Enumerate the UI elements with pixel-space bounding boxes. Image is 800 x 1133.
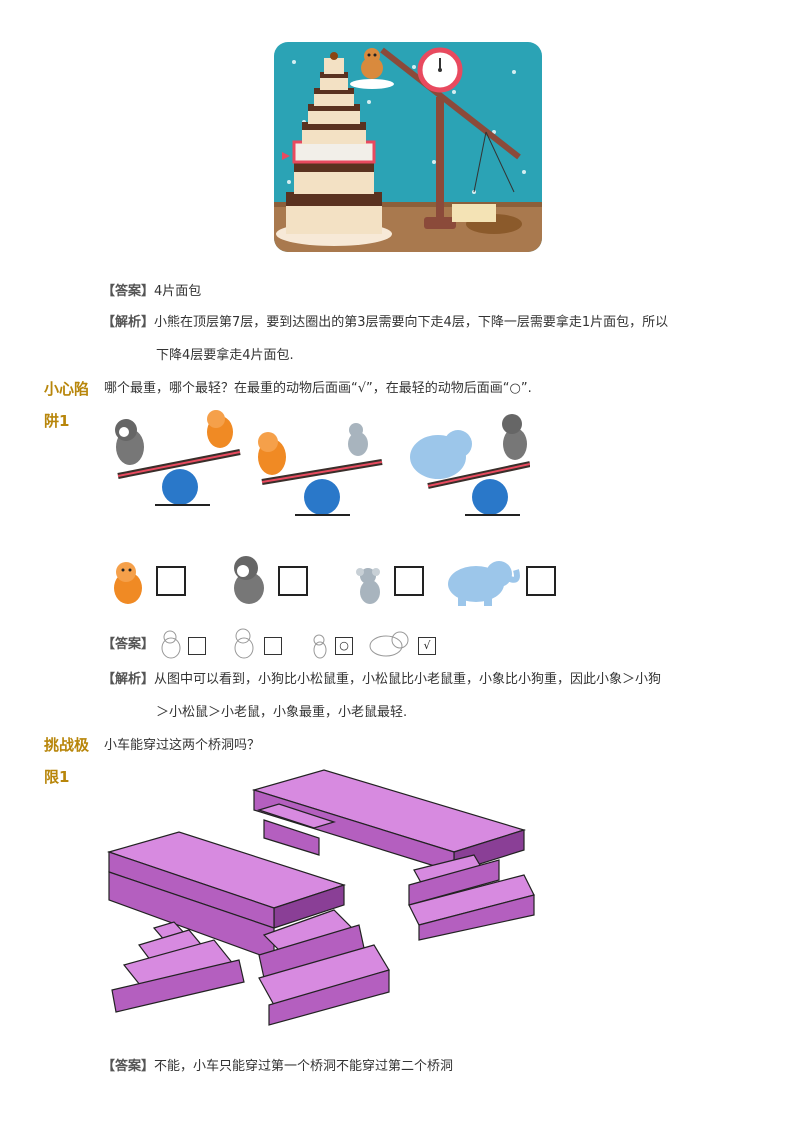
q1-explain-line2: 下降4层要拿走4片面包.	[156, 348, 294, 363]
challenge-section-title-2: 限1	[44, 768, 70, 786]
trap-section-title: 小心陷	[44, 380, 90, 398]
dog-answer-mark	[264, 637, 282, 655]
challenge-section-title: 挑战极	[44, 736, 90, 754]
bridge-illustration	[106, 769, 535, 1026]
dog-icon-small	[234, 628, 254, 659]
elephant-answer-box[interactable]	[526, 566, 556, 596]
cake-scale-illustration	[274, 42, 542, 252]
elephant-option	[444, 554, 524, 608]
q1-explain-line1: 小熊在顶层第7层，要到达圈出的第3层需要向下走4层，下降一层需要拿走1片面包，所…	[154, 315, 669, 330]
trap-explain-line2: ＞小松鼠＞小老鼠，小象最重，小老鼠最轻.	[156, 705, 408, 720]
answer-label: 【答案】	[102, 1059, 155, 1074]
mouse-option	[348, 562, 388, 608]
trap-explain-row: 【解析】从图中可以看到，小狗比小松鼠重，小松鼠比小老鼠重，小象比小狗重，因此小象…	[102, 671, 661, 689]
squirrel-answer-box[interactable]	[156, 566, 186, 596]
seesaw-dog-squirrel	[115, 410, 241, 506]
seesaw-elephant-dog	[410, 414, 530, 516]
challenge-question: 小车能穿过这两个桥洞吗？	[104, 738, 261, 753]
q1-answer-row: 【答案】4片面包	[102, 283, 201, 301]
dog-option	[224, 552, 274, 606]
trap-question: 哪个最重，哪个最轻？在最重的动物后面画“√”，在最轻的动物后面画“○”.	[104, 381, 532, 396]
challenge-answer-row: 【答案】不能，小车只能穿过第一个桥洞不能穿过第二个桥洞	[102, 1058, 453, 1076]
seesaw-illustration	[115, 410, 530, 516]
squirrel-icon-small	[161, 630, 181, 659]
elephant-answer-mark: √	[418, 637, 436, 655]
squirrel-option	[104, 558, 152, 606]
squirrel-icon	[114, 562, 142, 604]
challenge-answer-text: 不能，小车只能穿过第一个桥洞不能穿过第二个桥洞	[154, 1059, 454, 1074]
q1-answer-text: 4片面包	[154, 284, 202, 299]
trap-answer-label: 【答案】	[102, 637, 155, 652]
mouse-icon	[356, 568, 380, 604]
elephant-icon	[448, 561, 520, 606]
seesaw-squirrel-mouse	[258, 423, 383, 516]
trap-section-title-2: 阱1	[44, 412, 70, 430]
explain-label: 【解析】	[102, 315, 155, 330]
dog-answer-box[interactable]	[278, 566, 308, 596]
mouse-answer-mark: ○	[335, 637, 353, 655]
squirrel-answer-mark	[188, 637, 206, 655]
explain-label: 【解析】	[102, 672, 155, 687]
q1-explain-row: 【解析】小熊在顶层第7层，要到达圈出的第3层需要向下走4层，下降一层需要拿走1片…	[102, 314, 668, 332]
mouse-icon-small	[313, 634, 327, 659]
trap-explain-line1: 从图中可以看到，小狗比小松鼠重，小松鼠比小老鼠重，小象比小狗重，因此小象＞小狗	[154, 672, 662, 687]
dog-icon	[234, 556, 264, 604]
mouse-answer-box[interactable]	[394, 566, 424, 596]
answer-label: 【答案】	[102, 284, 155, 299]
elephant-icon-small	[369, 631, 409, 657]
